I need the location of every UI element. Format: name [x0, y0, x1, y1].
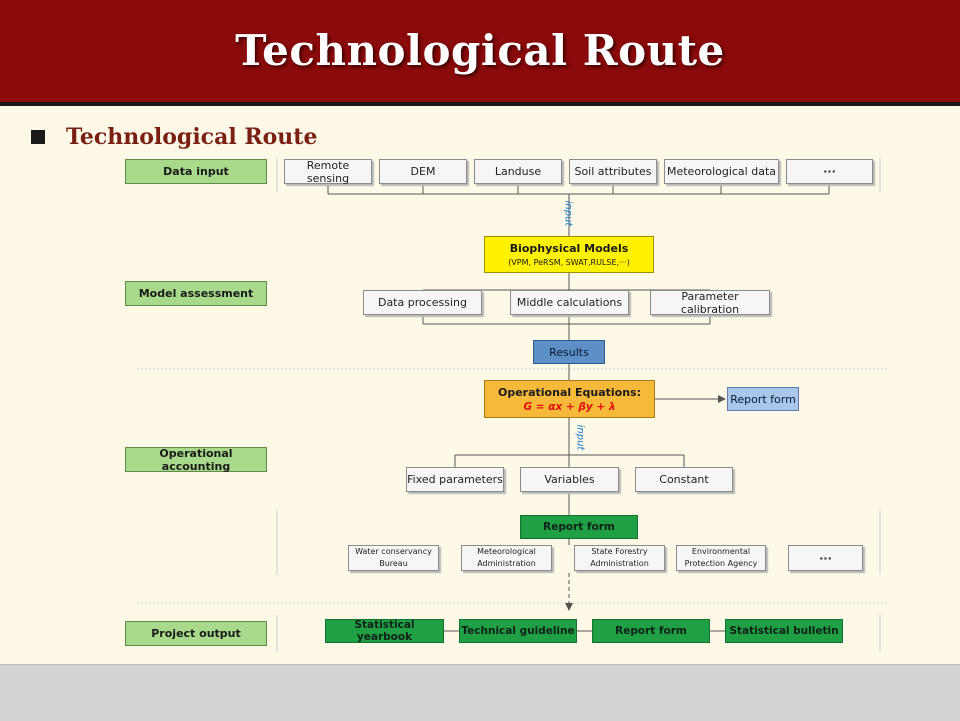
source-dem: DEM: [379, 159, 467, 184]
operational-equation: G = αx + βy + λ: [523, 400, 616, 413]
agency-line1: State Forestry: [591, 547, 648, 556]
report-form-side-box: Report form: [727, 387, 799, 411]
label-data-input: Data input: [125, 159, 267, 184]
agency-water-conservancy: Water conservancy Bureau: [348, 545, 439, 571]
bottom-bar: [0, 664, 960, 721]
source-remote-sensing: Remote sensing: [284, 159, 372, 185]
input-label-2: input: [574, 424, 586, 451]
operational-equations-box: Operational Equations: G = αx + βy + λ: [484, 380, 655, 418]
results-box: Results: [533, 340, 605, 364]
constant-box: Constant: [635, 467, 733, 492]
source-meteorological-data: Meteorological data: [664, 159, 779, 184]
variables-box: Variables: [520, 467, 619, 492]
section-heading: Technological Route: [66, 124, 318, 150]
parameter-calibration-box: Parameter calibration: [650, 290, 770, 316]
input-label: input: [562, 200, 574, 227]
page-title: Technological Route: [235, 26, 725, 75]
data-processing-box: Data processing: [363, 290, 482, 315]
title-bar: Technological Route: [0, 0, 960, 106]
biophysical-subtitle: (VPM, PeRSM, SWAT,RULSE,···): [508, 258, 630, 267]
agency-more: ···: [788, 545, 863, 571]
slide: Technological Route Technological Route: [0, 0, 960, 664]
agency-state-forestry: State Forestry Administration: [574, 545, 665, 571]
connector-lines: [137, 158, 887, 652]
label-operational-accounting: Operational accounting: [125, 447, 267, 473]
agency-line2: Administration: [590, 559, 649, 568]
agency-line1: Environmental: [691, 547, 751, 556]
output-statistical-yearbook: Statistical yearbook: [325, 619, 444, 643]
source-landuse: Landuse: [474, 159, 562, 184]
bullet-square-icon: [31, 130, 45, 144]
label-model-assessment: Model assessment: [125, 281, 267, 306]
operational-title: Operational Equations:: [498, 385, 641, 399]
source-more: ···: [786, 159, 873, 184]
agency-line2: Bureau: [379, 559, 408, 568]
agency-line1: Water conservancy: [355, 547, 432, 556]
output-technical-guideline: Technical guideline: [459, 619, 577, 643]
report-form-box: Report form: [520, 515, 638, 539]
output-report-form: Report form: [592, 619, 710, 643]
label-project-output: Project output: [125, 621, 267, 646]
agency-line1: Meteorological: [477, 547, 536, 556]
agency-line2: Protection Agency: [684, 559, 758, 568]
agency-environmental: Environmental Protection Agency: [676, 545, 766, 571]
middle-calculations-box: Middle calculations: [510, 290, 629, 315]
biophysical-models-box: Biophysical Models (VPM, PeRSM, SWAT,RUL…: [484, 236, 654, 273]
fixed-parameters-box: Fixed parameters: [406, 467, 504, 492]
agency-meteorological: Meteorological Administration: [461, 545, 552, 571]
output-statistical-bulletin: Statistical bulletin: [725, 619, 843, 643]
agency-line2: Administration: [477, 559, 536, 568]
source-soil-attributes: Soil attributes: [569, 159, 657, 184]
biophysical-title: Biophysical Models: [509, 242, 629, 255]
